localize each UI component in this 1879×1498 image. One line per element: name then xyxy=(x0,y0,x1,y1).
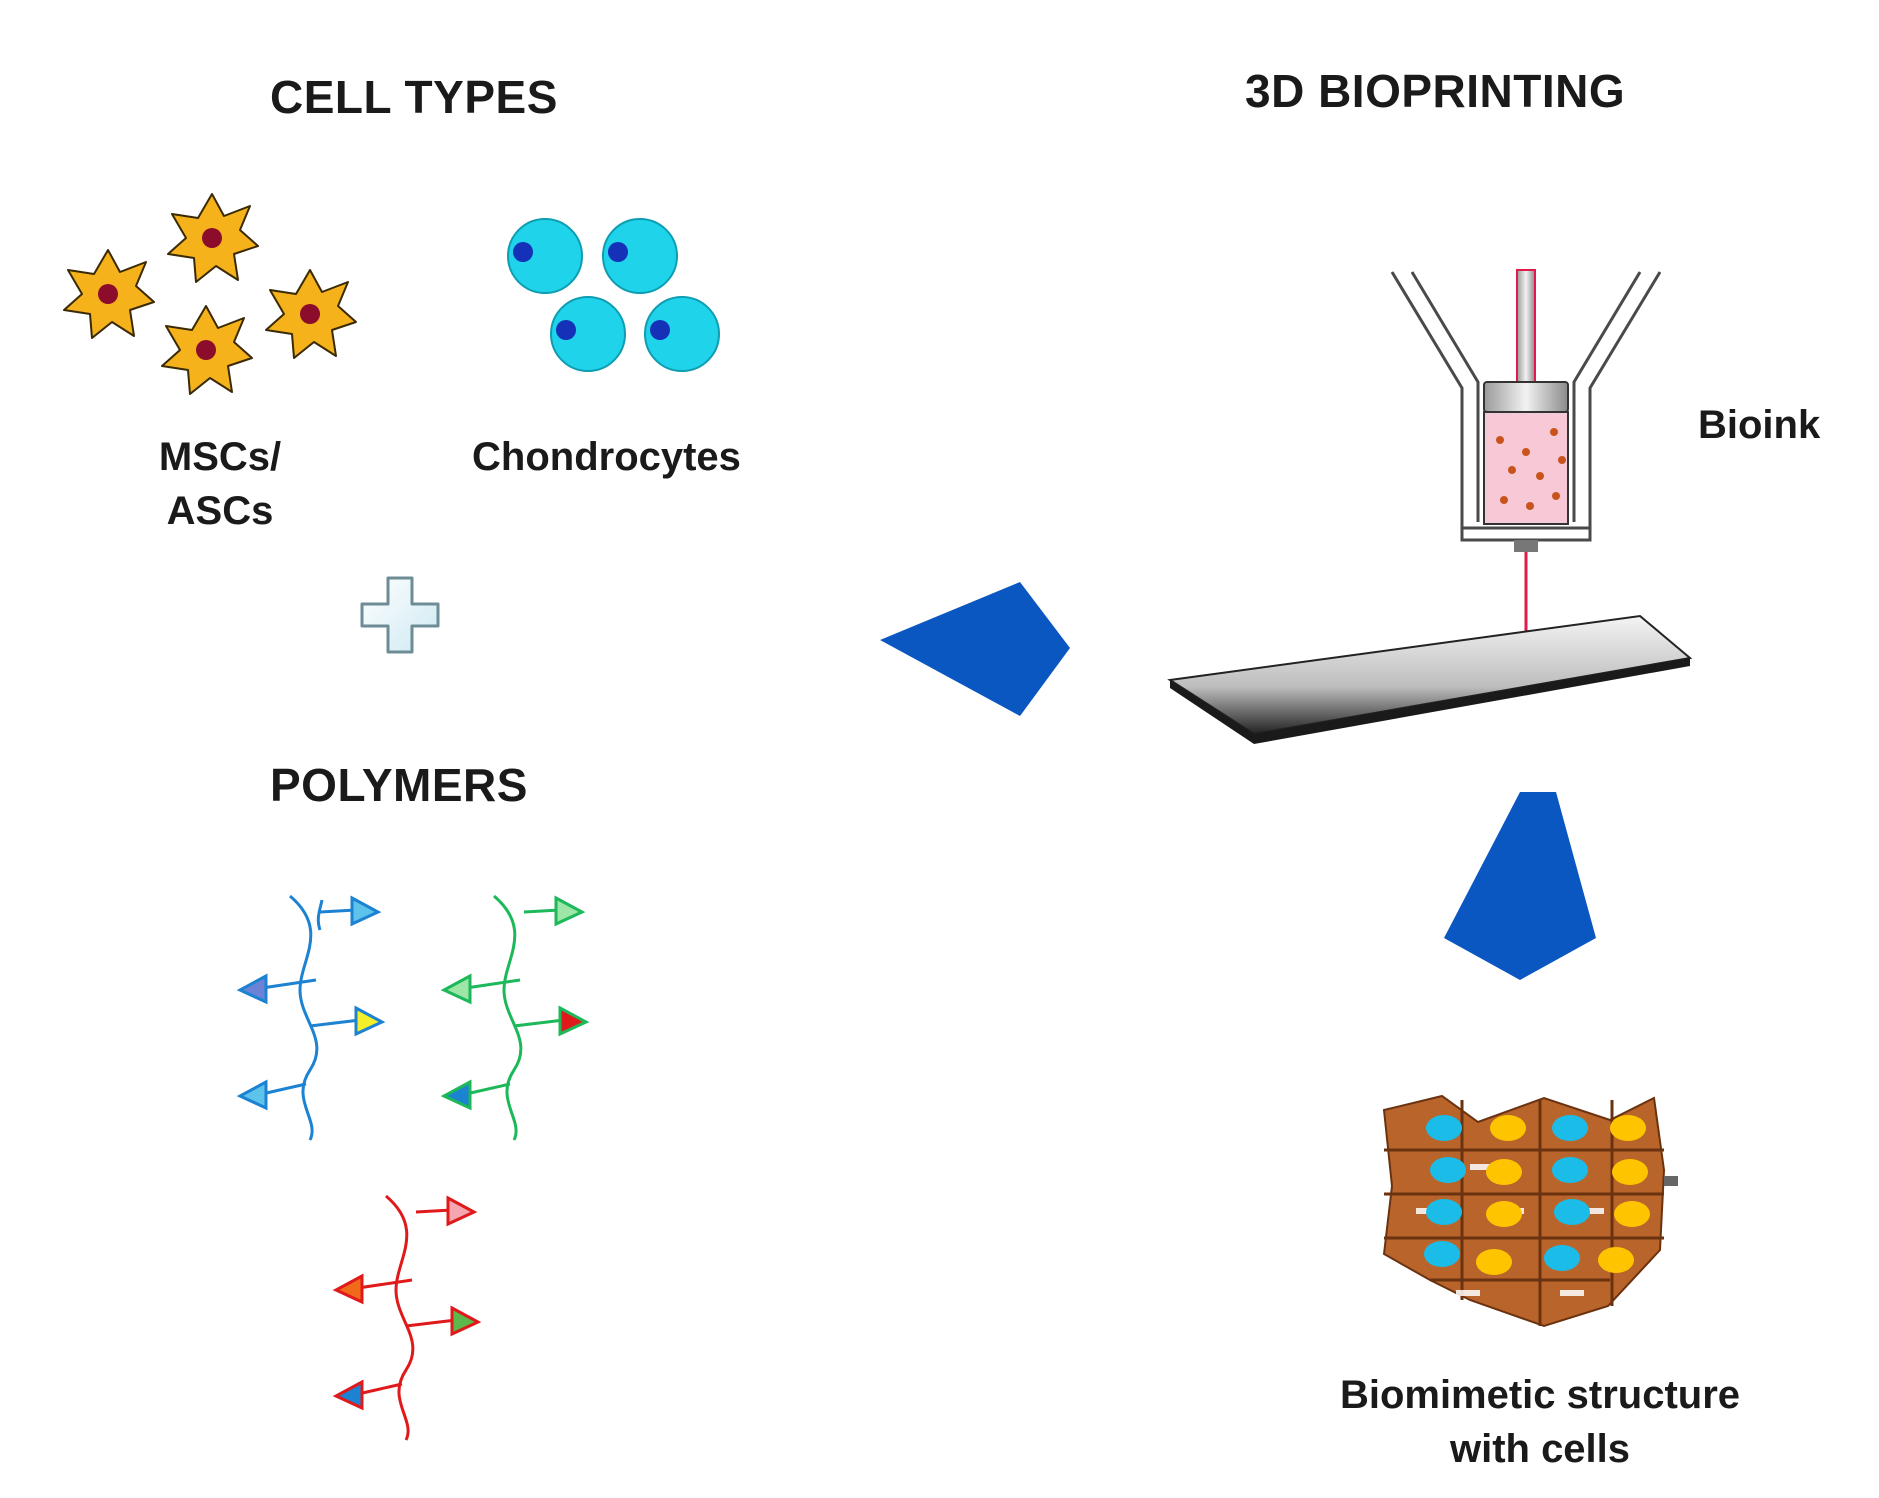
label-structure-line2: with cells xyxy=(1449,1427,1631,1471)
chondrocyte-cell xyxy=(602,218,678,294)
chondrocyte-cluster xyxy=(507,218,720,372)
plus-icon xyxy=(360,576,440,654)
msc-cell xyxy=(161,305,253,395)
syringe-icon xyxy=(1390,269,1662,552)
label-biomimetic-structure: Biomimetic structure with cells xyxy=(1310,1368,1770,1476)
label-mscs-line2: ASCs xyxy=(166,489,274,533)
label-structure-line1: Biomimetic structure xyxy=(1339,1373,1741,1417)
label-bioink: Bioink xyxy=(1698,403,1821,447)
chondrocyte-cell xyxy=(550,296,626,372)
msc-cell xyxy=(167,193,259,283)
label-mscs-line1: MSCs/ xyxy=(158,435,282,479)
print-bed xyxy=(1167,614,1693,744)
chondrocyte-cell xyxy=(644,296,720,372)
biomimetic-scaffold xyxy=(1382,1094,1678,1328)
label-chondrocytes: Chondrocytes xyxy=(472,435,741,479)
polymer-green xyxy=(440,894,590,1141)
arrow-down-icon xyxy=(1444,792,1596,980)
arrow-right-icon xyxy=(880,582,1070,716)
heading-3d-bioprinting: 3D BIOPRINTING xyxy=(1245,65,1626,117)
polymer-blue xyxy=(236,894,386,1141)
heading-polymers: POLYMERS xyxy=(270,759,528,811)
chondrocyte-cell xyxy=(507,218,583,294)
msc-cell-cluster xyxy=(63,193,357,395)
msc-cell xyxy=(63,249,155,339)
label-mscs: MSCs/ ASCs xyxy=(140,430,300,538)
polymer-red xyxy=(332,1194,482,1441)
heading-cell-types: CELL TYPES xyxy=(270,71,558,123)
msc-cell xyxy=(265,269,357,359)
